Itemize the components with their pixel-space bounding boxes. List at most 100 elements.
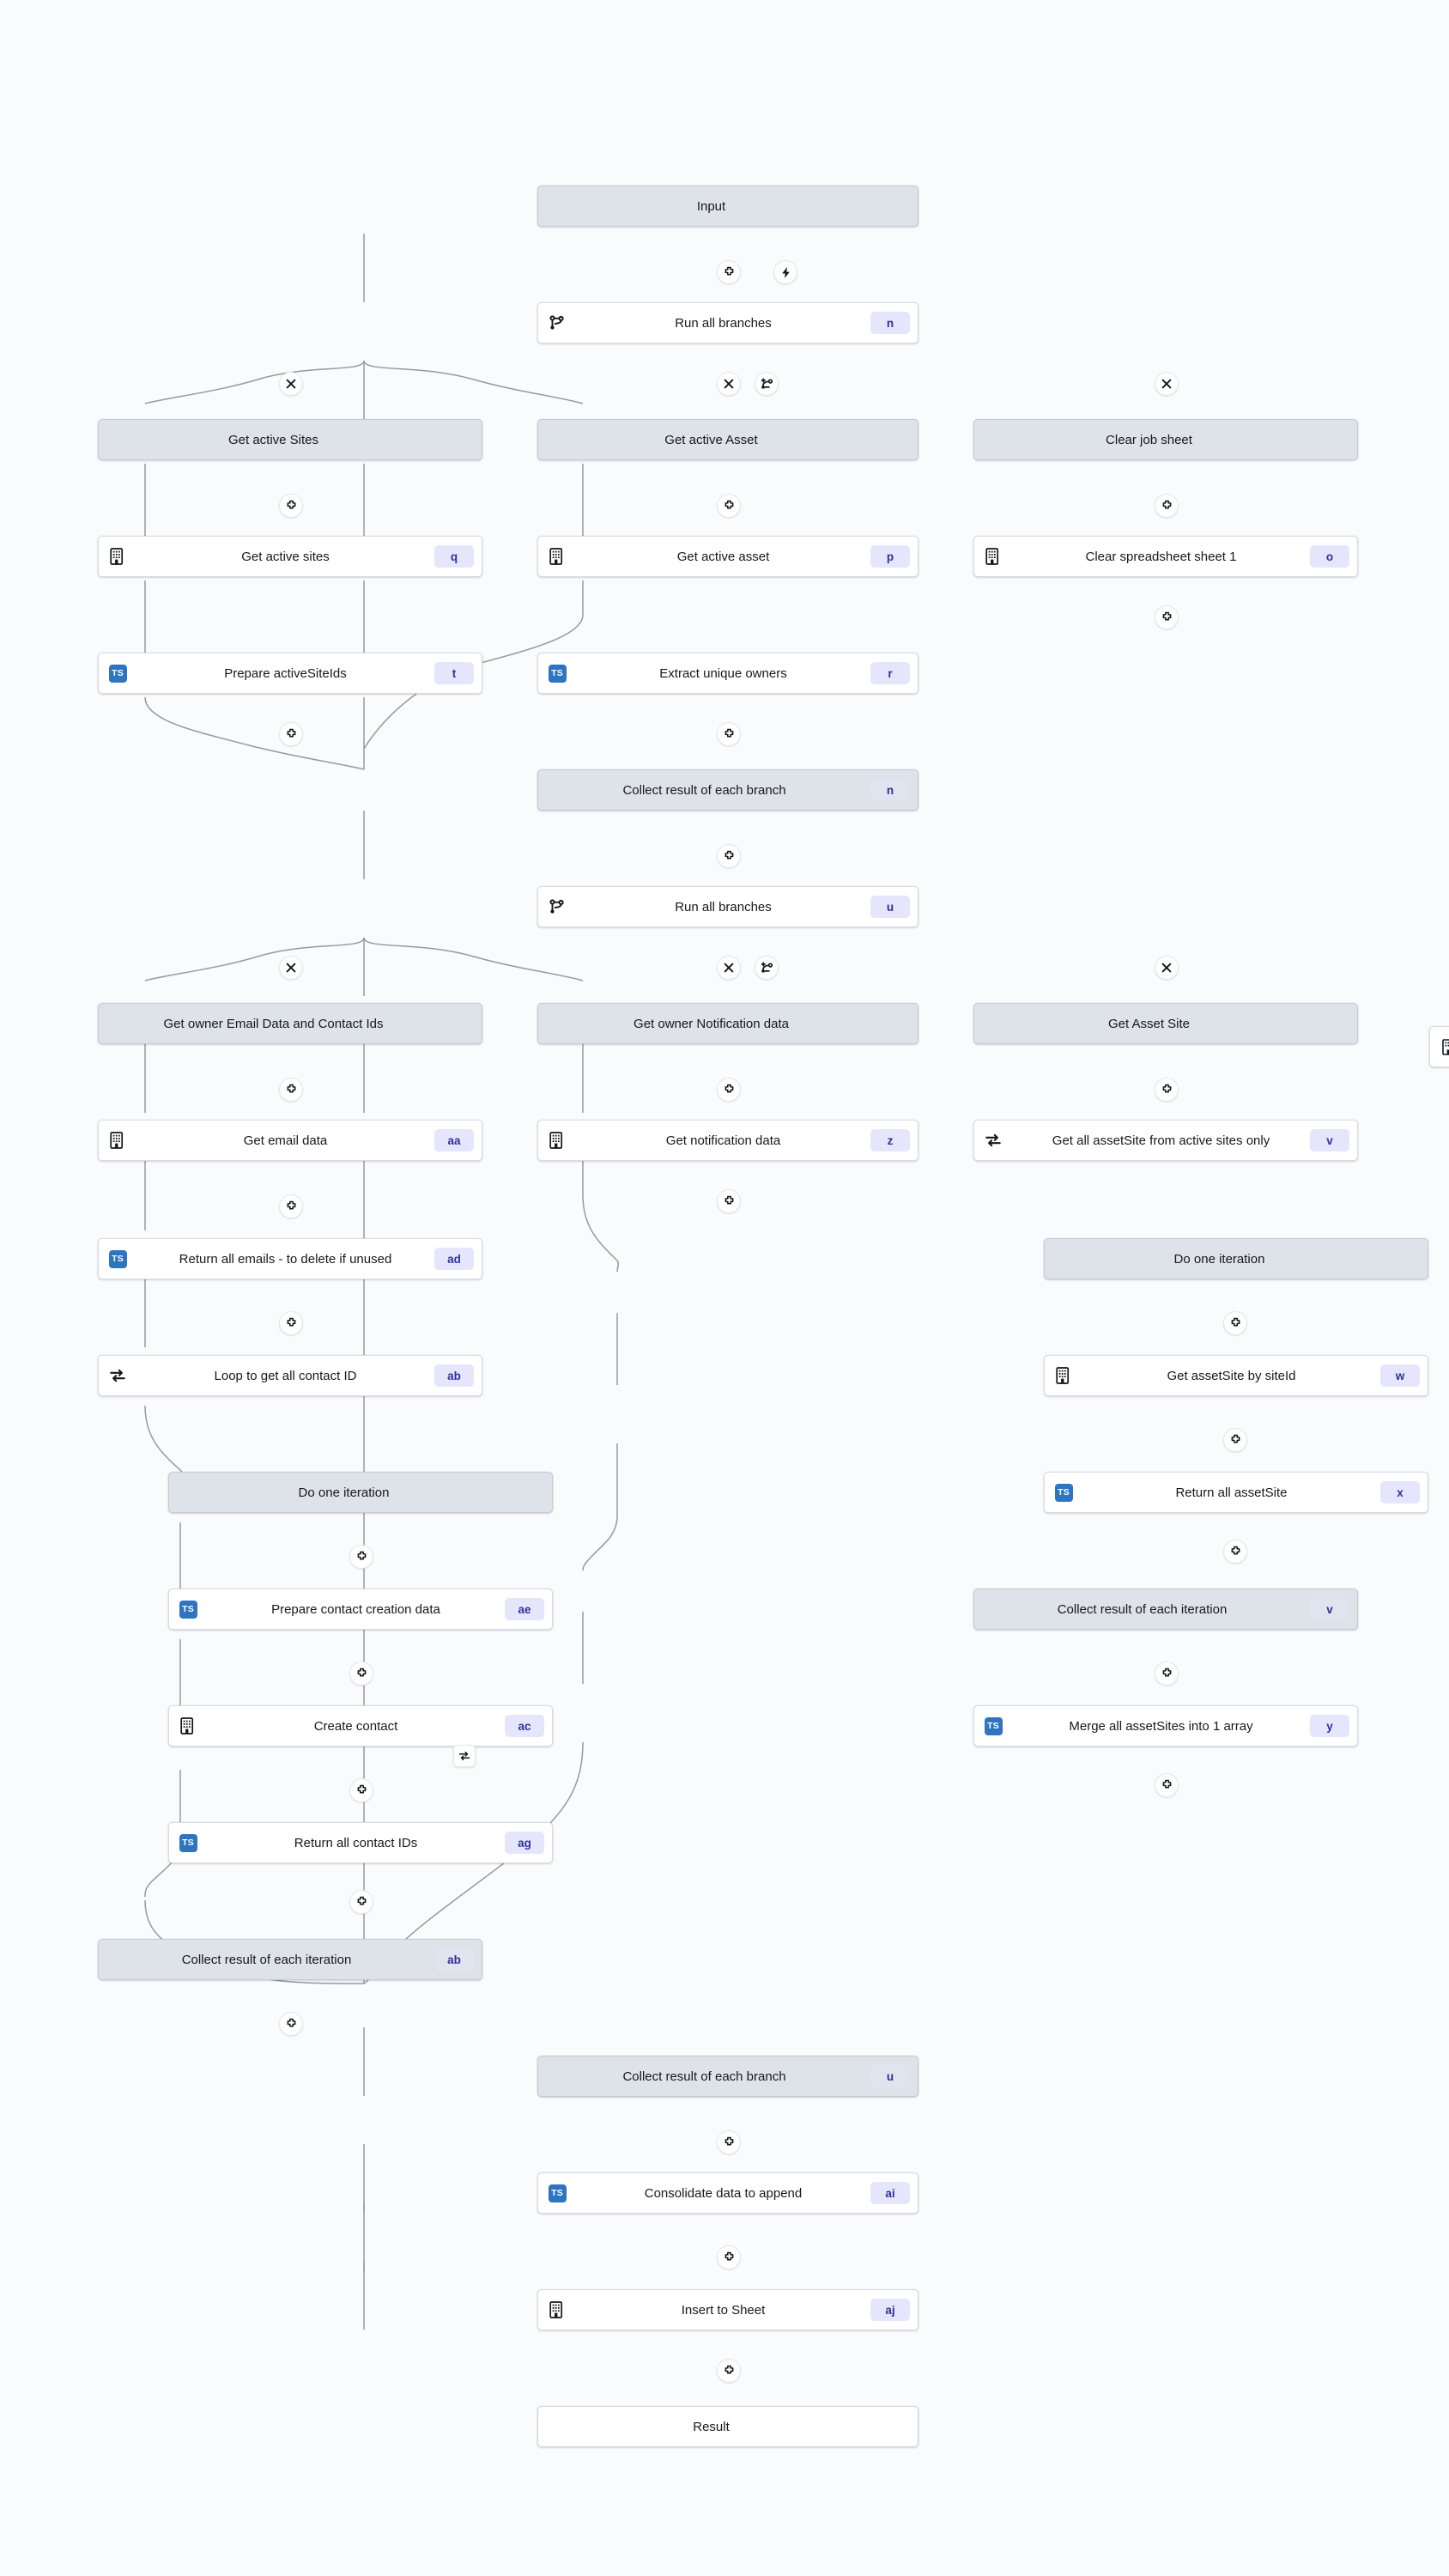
add-step-icon[interactable] [1155,1662,1179,1686]
node-id-badge[interactable]: u [870,896,910,918]
workflow-node-colliter2[interactable]: Collect result of each iteration v [973,1589,1358,1630]
workflow-node-input[interactable]: Input [537,185,919,227]
add-step-icon[interactable] [279,722,303,746]
remove-branch-icon[interactable] [717,956,741,980]
node-id-badge[interactable]: ag [505,1832,544,1854]
node-id-badge[interactable]: ad [434,1248,474,1270]
node-id-badge[interactable]: z [870,1129,910,1151]
node-id-badge[interactable]: ab [434,1948,474,1971]
node-id-badge[interactable]: v [1310,1598,1349,1620]
add-branch-icon[interactable] [755,372,779,396]
add-step-icon[interactable] [279,2012,303,2036]
workflow-node-gassetsite[interactable]: Get Asset Site [973,1003,1358,1044]
node-id-badge[interactable]: x [1380,1481,1420,1504]
add-step-icon[interactable] [349,1662,373,1686]
node-id-badge[interactable]: q [434,545,474,568]
remove-branch-icon[interactable] [279,956,303,980]
node-id-badge[interactable]: ab [434,1364,474,1387]
workflow-node-gasset[interactable]: Get active Asset [537,419,919,460]
add-step-icon[interactable] [717,260,741,284]
trigger-bolt-icon[interactable] [773,260,797,284]
node-id-badge[interactable]: n [870,312,910,334]
offscreen-node-clipped[interactable] [1429,1026,1449,1067]
add-step-icon[interactable] [1223,1311,1247,1335]
add-step-icon[interactable] [717,844,741,868]
remove-branch-icon[interactable] [1155,372,1179,396]
remove-branch-icon[interactable] [1155,956,1179,980]
add-step-icon[interactable] [1223,1540,1247,1564]
add-step-icon[interactable] [717,1189,741,1213]
add-step-icon[interactable] [349,1890,373,1914]
workflow-node-gnotif[interactable]: Get owner Notification data [537,1003,919,1044]
add-step-icon[interactable] [717,2245,741,2269]
node-id-badge[interactable]: y [1310,1715,1349,1737]
node-id-badge[interactable]: r [870,662,910,684]
node-id-badge[interactable]: p [870,545,910,568]
add-step-icon[interactable] [717,1078,741,1102]
node-id-badge[interactable]: n [870,779,910,801]
add-step-icon[interactable] [1155,1773,1179,1797]
add-step-icon[interactable] [279,1194,303,1218]
node-label: Collect result of each iteration [1057,1601,1228,1617]
node-id-badge[interactable]: v [1310,1129,1349,1151]
add-branch-icon[interactable] [755,956,779,980]
add-step-icon[interactable] [349,1778,373,1802]
add-step-icon[interactable] [1155,1078,1179,1102]
remove-branch-icon[interactable] [279,372,303,396]
add-step-icon[interactable] [1223,1428,1247,1452]
add-step-icon[interactable] [717,494,741,518]
workflow-node-doiter2[interactable]: Do one iteration [1044,1238,1428,1279]
node-label: Get active Sites [227,432,319,447]
add-step-icon[interactable] [1155,605,1179,629]
node-id-badge[interactable]: ac [505,1715,544,1737]
workflow-node-coll1[interactable]: Collect result of each branch n [537,769,919,811]
workflow-node-gallasset[interactable]: Get all assetSite from active sites only… [973,1120,1358,1161]
node-id-badge[interactable]: t [434,662,474,684]
remove-branch-icon[interactable] [717,372,741,396]
node-label: Collect result of each branch [622,782,786,798]
workflow-node-cjob[interactable]: Clear job sheet [973,419,1358,460]
workflow-node-gowner[interactable]: Get owner Email Data and Contact Ids [98,1003,482,1044]
add-step-icon[interactable] [717,2359,741,2383]
add-step-icon[interactable] [279,1078,303,1102]
add-step-icon[interactable] [717,2130,741,2154]
add-step-icon[interactable] [349,1545,373,1569]
add-step-icon[interactable] [1155,494,1179,518]
add-step-icon[interactable] [279,1311,303,1335]
add-step-icon[interactable] [717,722,741,746]
node-id-badge[interactable]: aa [434,1129,474,1151]
workflow-node-result[interactable]: Result [537,2406,919,2447]
add-step-icon[interactable] [279,494,303,518]
retry-loop-icon[interactable] [453,1745,476,1767]
node-id-badge[interactable]: ae [505,1598,544,1620]
node-id-badge[interactable]: aj [870,2299,910,2321]
node-id-badge[interactable]: u [870,2065,910,2087]
workflow-node-gsites[interactable]: Get active Sites [98,419,482,460]
node-id-badge[interactable]: ai [870,2182,910,2204]
node-id-badge[interactable]: w [1380,1364,1420,1387]
workflow-node-doiter1[interactable]: Do one iteration [168,1472,553,1513]
node-id-badge[interactable]: o [1310,545,1349,568]
